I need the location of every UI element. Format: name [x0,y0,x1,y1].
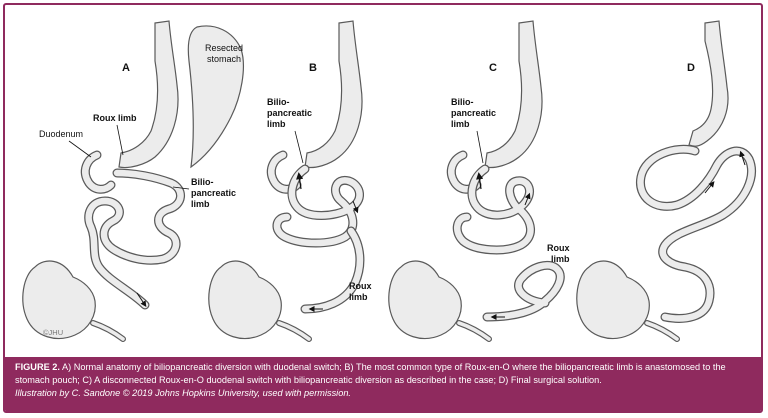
colon-b [208,260,282,340]
resected-label-1: Resected [205,43,243,53]
roux-label-b-2: limb [349,292,368,302]
bilio-label-a-2: pancreatic [191,188,236,198]
panel-letter-c: C [489,62,497,74]
bilio-label-a-1: Bilio- [191,177,214,187]
bowel-loop-d [635,144,756,323]
figure-caption: FIGURE 2. A) Normal anatomy of biliopanc… [5,357,761,411]
panel-c: C Bilio- pancreatic limb Roux limb [388,20,570,342]
panel-letter-d: D [687,62,695,74]
colon-a [22,260,96,340]
sleeve-stomach-a [118,20,179,169]
panel-a: A Resected stomach ©JHU Roux limb Duoden… [22,20,244,342]
sleeve-stomach-c [484,20,543,169]
panel-letter-a: A [122,62,130,74]
colon-d [576,260,650,340]
panel-d: D [576,20,756,342]
bilio-label-a-3: limb [191,199,210,209]
panel-letter-b: B [309,62,317,74]
surgical-illustration: A Resected stomach ©JHU Roux limb Duoden… [22,20,756,342]
bilio-label-b-1: Bilio- [267,97,290,107]
bilio-label-b-3: limb [267,119,286,129]
roux-label-c-1: Roux [547,243,570,253]
roux-label-b-1: Roux [349,281,372,291]
bilio-label-b-2: pancreatic [267,108,312,118]
bilio-label-c-2: pancreatic [451,108,496,118]
bilio-label-c-1: Bilio- [451,97,474,107]
colon-c [388,260,462,340]
caption-label: FIGURE 2. [15,362,60,372]
figure-frame: A Resected stomach ©JHU Roux limb Duoden… [3,3,763,413]
resected-label-2: stomach [207,54,241,64]
resected-stomach-shape [187,25,244,169]
caption-credit: Illustration by C. Sandone © 2019 Johns … [15,388,351,398]
sleeve-stomach-d [688,20,729,147]
roux-label-c-2: limb [551,254,570,264]
copyright-mark: ©JHU [43,328,63,337]
caption-text: A) Normal anatomy of biliopancreatic div… [15,362,726,385]
bilio-label-c-3: limb [451,119,470,129]
sleeve-stomach-b [304,20,363,169]
panel-b: B Bilio- pancreatic limb Roux limb [208,20,372,342]
duodenum-label: Duodenum [39,129,83,139]
roux-limb-label-a: Roux limb [93,113,137,123]
